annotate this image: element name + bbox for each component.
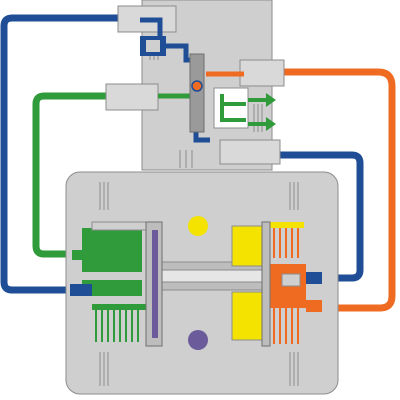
yellow-indicator-dot — [188, 216, 208, 236]
purple-indicator-dot — [188, 330, 208, 350]
blue-flow-line-left — [0, 14, 118, 294]
arrow-right-icon — [248, 117, 276, 131]
orange-flow-line — [240, 68, 396, 312]
lower-actuator-block — [65, 171, 339, 395]
green-flow-line — [32, 92, 172, 258]
arrow-right-icon — [248, 93, 276, 107]
blue-flow-line-right — [206, 132, 364, 282]
upper-valve-block — [105, 0, 285, 171]
